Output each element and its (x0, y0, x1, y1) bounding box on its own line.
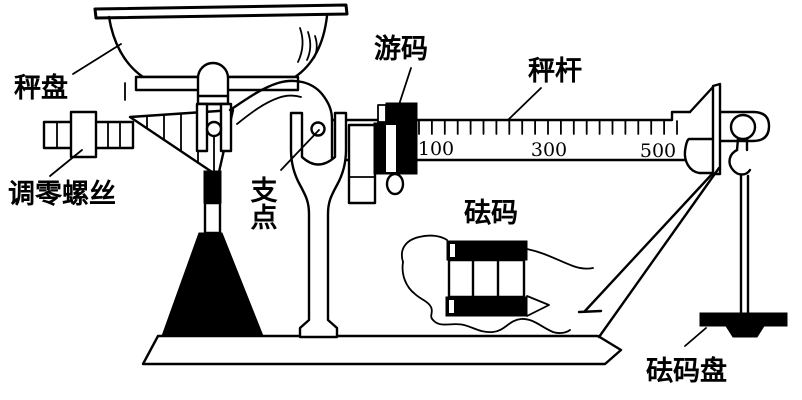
beam-scale-number: 500 (640, 140, 676, 162)
label-beam: 秤杆 (528, 56, 582, 87)
label-weight-pan: 砝码盘 (646, 355, 727, 387)
pan-pedestal-drawing (195, 61, 233, 172)
beam-scale-numbers: 100 300 500 (418, 138, 676, 162)
leader-lines (49, 43, 707, 347)
label-rider: 游码 (374, 34, 428, 65)
zero-screw-drawing (42, 110, 135, 159)
label-zero-screw: 调零螺丝 (8, 179, 116, 210)
hanger-rod-drawing (739, 174, 750, 315)
beam-scale-number: 100 (418, 138, 454, 160)
beam-hanger-plate (347, 123, 377, 205)
label-weights: 砝码 (464, 198, 518, 229)
label-pan: 秤盘 (14, 72, 68, 104)
weights-drawing (445, 240, 528, 317)
beam-scale-number: 300 (531, 139, 567, 161)
cloth-outline-drawing (401, 234, 594, 334)
rider-drawing (373, 102, 418, 196)
base-platform-drawing (141, 334, 623, 366)
beam-left-wedge (128, 108, 235, 174)
beam-ticks (418, 120, 678, 135)
label-fulcrum: 支点 (246, 176, 278, 230)
strut-drawing (577, 166, 721, 339)
beam-right-end-drawing (683, 82, 771, 176)
fulcrum-column-drawing (289, 111, 348, 339)
weight-pan-shape (699, 312, 788, 338)
pivot-hump-drawing (228, 79, 334, 125)
support-cone-drawing (161, 170, 264, 337)
